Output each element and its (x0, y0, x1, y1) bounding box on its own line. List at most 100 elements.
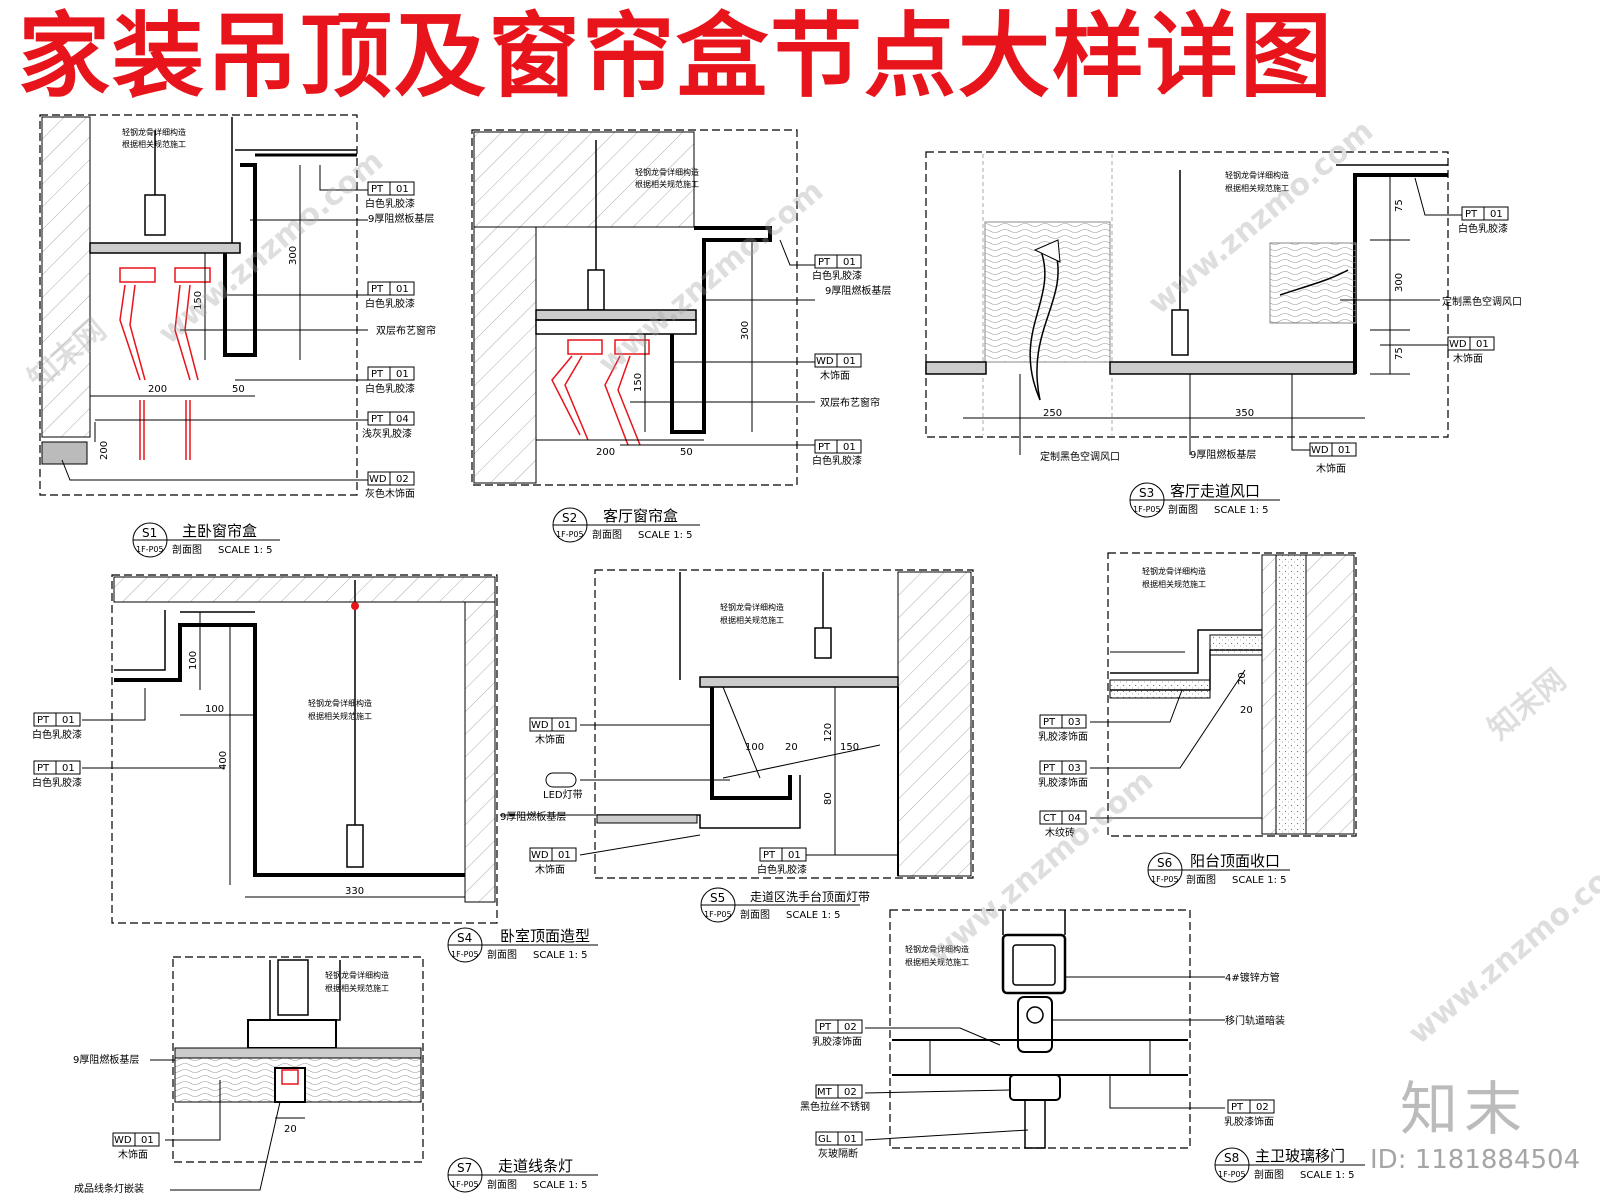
s2-dim-50: 50 (680, 447, 693, 458)
svg-text:1F-P05: 1F-P05 (704, 910, 732, 919)
s6-tag-pt03-a: PT 03 乳胶漆饰面 (1038, 714, 1088, 743)
svg-text:PT: PT (1043, 717, 1056, 728)
svg-text:木饰面: 木饰面 (1316, 462, 1346, 475)
s7-label-lamp: 成品线条灯嵌装 (74, 1182, 144, 1195)
s4-dim-100b: 100 (205, 704, 224, 715)
svg-text:01: 01 (62, 715, 75, 726)
svg-text:04: 04 (1068, 813, 1081, 824)
svg-text:01: 01 (558, 720, 571, 731)
s7-note-2: 根据相关规范施工 (325, 983, 389, 993)
svg-text:01: 01 (558, 850, 571, 861)
svg-text:剖面图: 剖面图 (1186, 873, 1216, 886)
svg-text:乳胶漆饰面: 乳胶漆饰面 (1038, 730, 1088, 743)
svg-text:1F-P05: 1F-P05 (1133, 505, 1161, 514)
s5-dim-150: 150 (840, 742, 859, 753)
s7-lamp-slot (274, 1067, 306, 1103)
svg-text:灰色木饰面: 灰色木饰面 (365, 487, 415, 500)
svg-text:01: 01 (1476, 339, 1489, 350)
svg-text:PT: PT (37, 715, 50, 726)
s1-pocket (223, 163, 257, 357)
svg-text:白色乳胶漆: 白色乳胶漆 (32, 728, 82, 741)
s4-note-1: 轻钢龙骨详细构造 (308, 698, 372, 708)
s3-dim-350: 350 (1235, 408, 1254, 419)
svg-text:乳胶漆饰面: 乳胶漆饰面 (1038, 776, 1088, 789)
svg-text:LED灯带: LED灯带 (543, 789, 583, 801)
svg-text:02: 02 (396, 474, 409, 485)
s4-caption: S4 1F-P05 卧室顶面造型 剖面图 SCALE 1: 5 (447, 927, 598, 963)
s4-frame (111, 574, 498, 924)
s1-dim-50: 50 (232, 384, 245, 395)
s6-wall-hatch (1261, 554, 1277, 835)
svg-text:02: 02 (1256, 1102, 1269, 1113)
s8-label-track: 移门轨道暗装 (1225, 1014, 1285, 1027)
s5-dim-20: 20 (785, 742, 798, 753)
svg-text:WD: WD (1449, 339, 1467, 350)
svg-text:WD: WD (114, 1135, 132, 1146)
s7-label-board: 9厚阻燃板基层 (73, 1053, 139, 1066)
s1-note-1: 轻钢龙骨详细构造 (122, 127, 186, 137)
svg-text:PT: PT (1043, 763, 1056, 774)
svg-text:CT: CT (1043, 813, 1057, 824)
s6-dim-20a: 20 (1237, 672, 1248, 685)
s2-dim-150: 150 (633, 373, 644, 392)
svg-text:木饰面: 木饰面 (820, 369, 850, 382)
svg-text:乳胶漆饰面: 乳胶漆饰面 (1224, 1115, 1274, 1128)
s3-dim-250: 250 (1043, 408, 1062, 419)
s8-glass (1024, 1099, 1046, 1149)
svg-text:01: 01 (788, 850, 801, 861)
s5-dim-120: 120 (823, 723, 834, 742)
s5-note-2: 根据相关规范施工 (720, 615, 784, 625)
s8-track (1017, 996, 1053, 1053)
s6-caption: S6 1F-P05 阳台顶面收口 剖面图 SCALE 1: 5 (1147, 852, 1290, 888)
svg-text:01: 01 (141, 1135, 154, 1146)
svg-text:S4: S4 (457, 931, 472, 945)
s3-vent-left (984, 221, 1111, 363)
svg-text:02: 02 (844, 1022, 857, 1033)
brand-logo: 知末 (1400, 1075, 1529, 1143)
svg-text:01: 01 (396, 369, 409, 380)
svg-text:03: 03 (1068, 717, 1081, 728)
svg-text:白色乳胶漆: 白色乳胶漆 (32, 776, 82, 789)
s2-slab (473, 131, 695, 228)
svg-text:S7: S7 (457, 1161, 472, 1175)
s1-label-board: 9厚阻燃板基层 (368, 212, 434, 225)
svg-text:01: 01 (1338, 445, 1351, 456)
s5-caption: S5 1F-P05 走道区洗手台顶面灯带 剖面图 SCALE 1: 5 (700, 887, 870, 923)
svg-text:WD: WD (531, 720, 549, 731)
svg-text:SCALE 1: 5: SCALE 1: 5 (533, 1180, 588, 1191)
svg-text:SCALE 1: 5: SCALE 1: 5 (1300, 1170, 1355, 1181)
s5-note-1: 轻钢龙骨详细构造 (720, 602, 784, 612)
s5-label-board: 9厚阻燃板基层 (500, 810, 566, 823)
svg-text:MT: MT (817, 1087, 833, 1098)
s6-note-2: 根据相关规范施工 (1142, 579, 1206, 589)
svg-text:白色乳胶漆: 白色乳胶漆 (365, 197, 415, 210)
svg-text:PT: PT (818, 257, 831, 268)
s4-note-2: 根据相关规范施工 (308, 711, 372, 721)
s8-steel-tube (1001, 933, 1067, 995)
svg-text:白色乳胶漆: 白色乳胶漆 (812, 269, 862, 282)
svg-text:1F-P05: 1F-P05 (1151, 875, 1179, 884)
svg-text:01: 01 (843, 442, 856, 453)
svg-text:01: 01 (1490, 209, 1503, 220)
s3-dim-300: 300 (1394, 273, 1405, 292)
s1-dim-300: 300 (288, 246, 299, 265)
svg-text:剖面图: 剖面图 (487, 948, 517, 961)
svg-text:01: 01 (396, 284, 409, 295)
svg-text:S6: S6 (1157, 856, 1172, 870)
svg-text:黑色拉丝不锈钢: 黑色拉丝不锈钢 (800, 1100, 870, 1113)
